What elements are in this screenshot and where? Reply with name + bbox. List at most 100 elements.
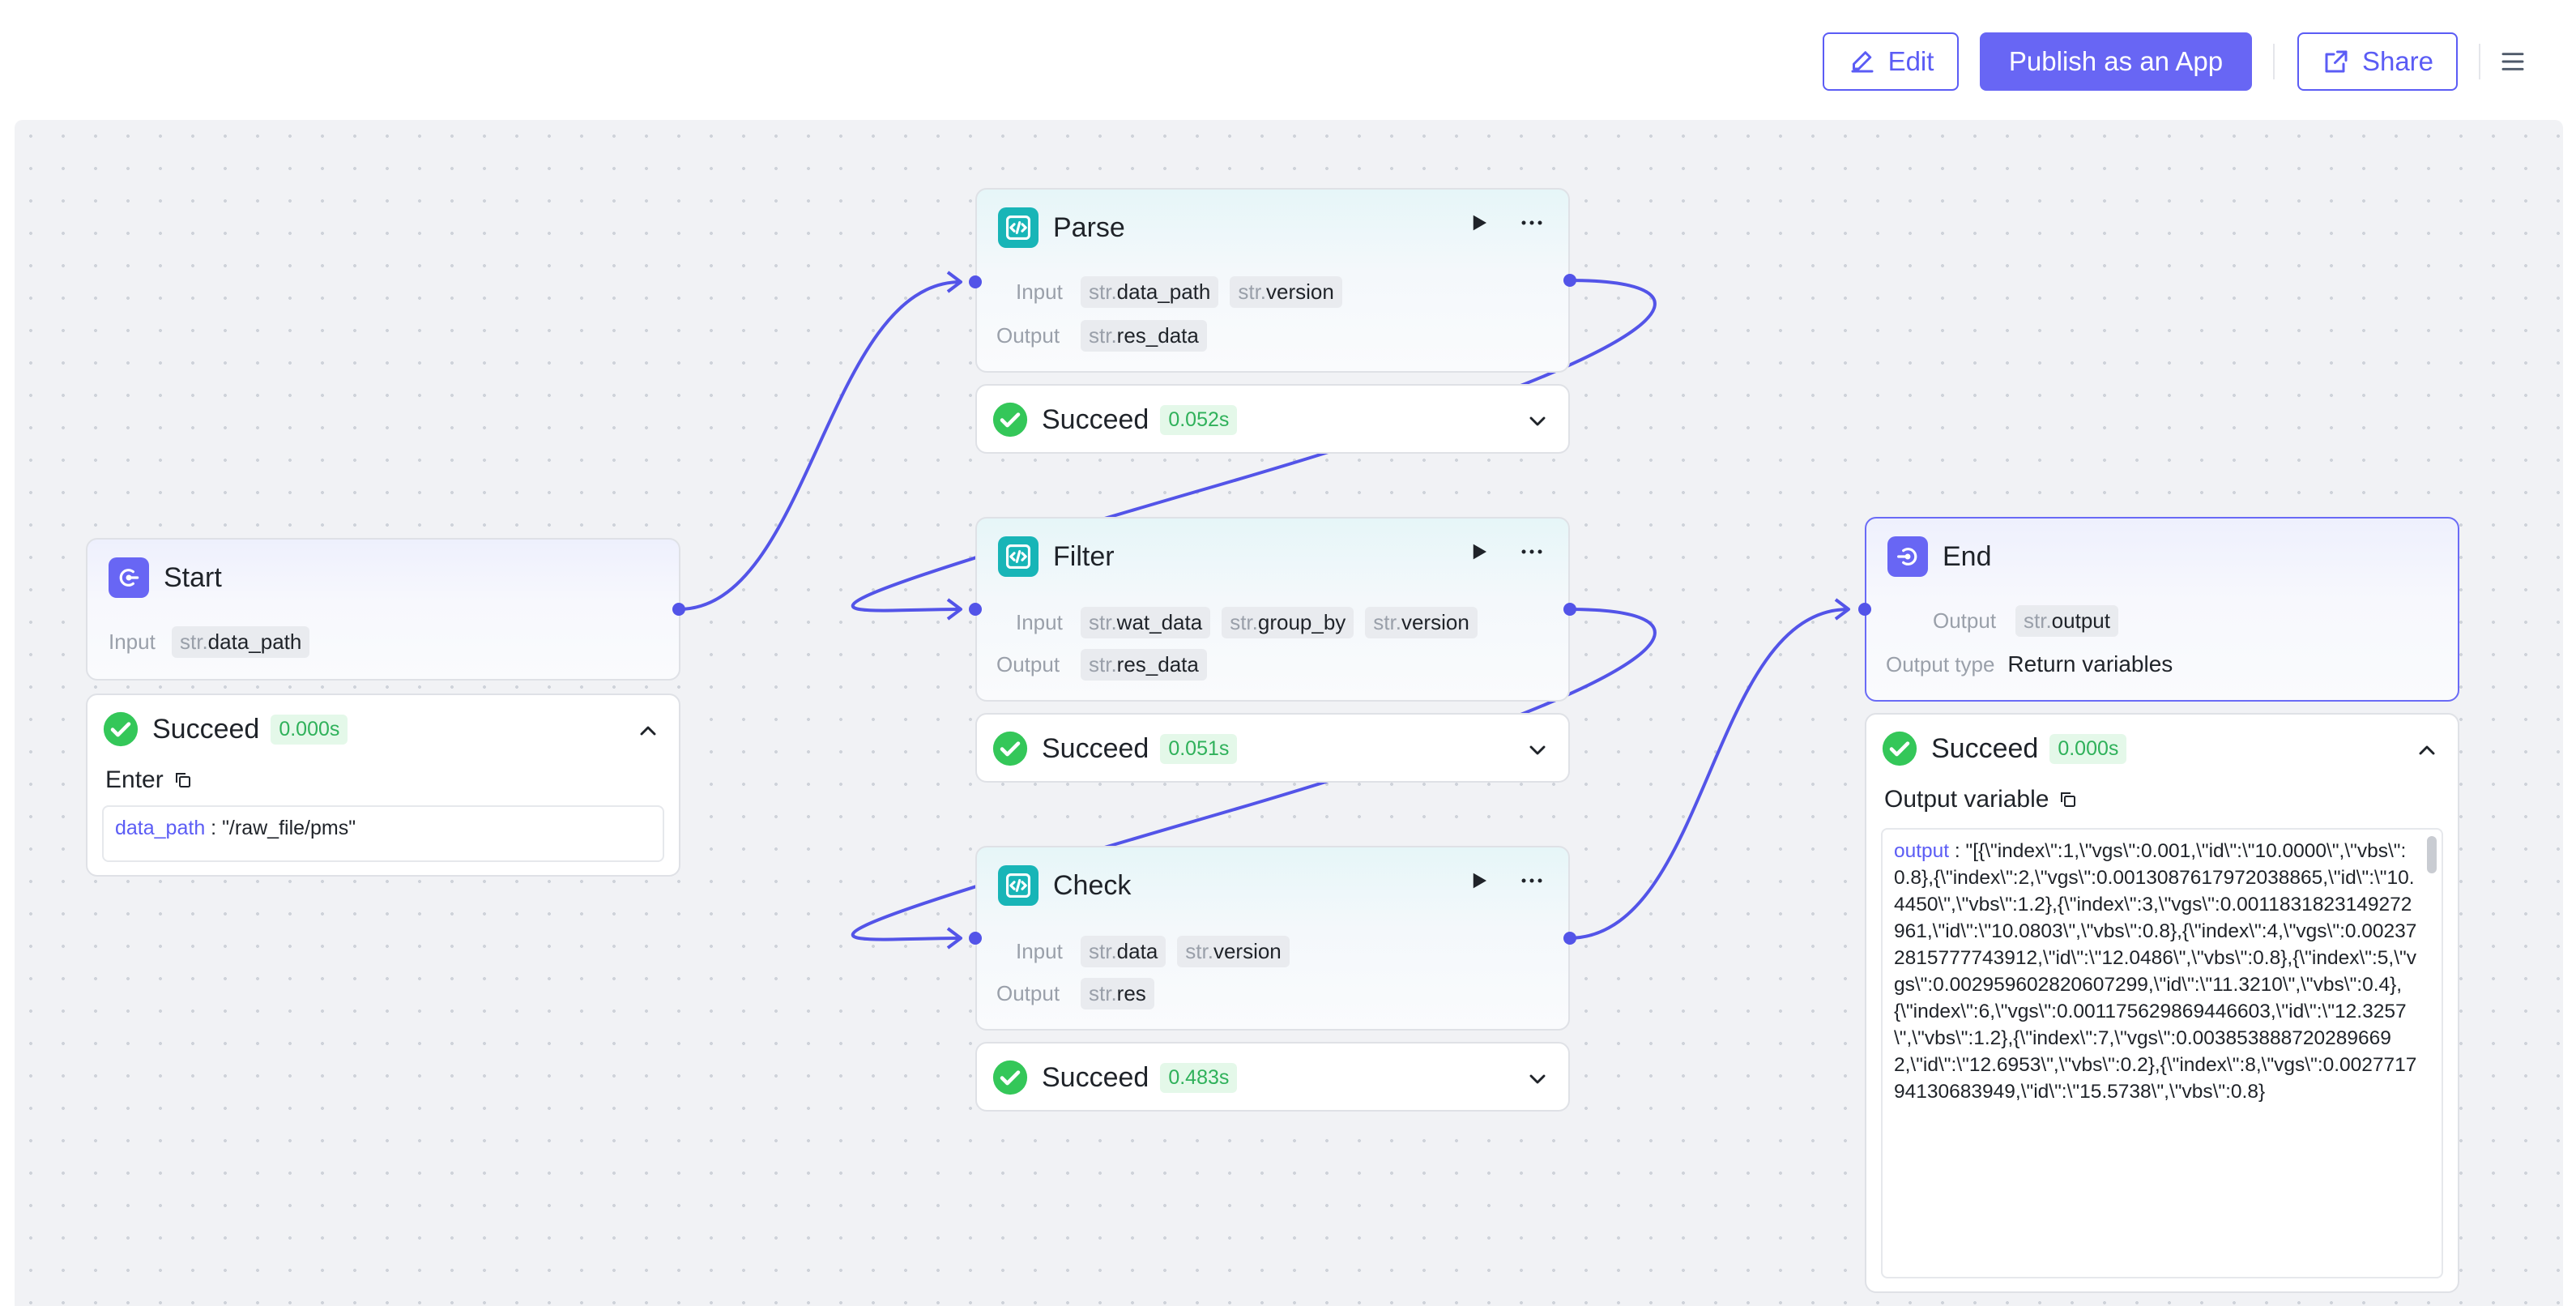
check-output-handle[interactable] bbox=[1563, 932, 1576, 945]
variable-name: version bbox=[1401, 609, 1469, 634]
result-time-badge: 0.483s bbox=[1160, 1062, 1238, 1093]
result-status: Succeed bbox=[1042, 1061, 1149, 1093]
check-node[interactable]: Check Input str.data str.version Output … bbox=[975, 846, 1570, 1031]
check-input-handle[interactable] bbox=[969, 932, 982, 945]
code-icon bbox=[998, 207, 1039, 248]
result-header: Succeed 0.483s bbox=[992, 1058, 1238, 1097]
variable-chip: str.version bbox=[1365, 606, 1478, 638]
parse-input-handle[interactable] bbox=[969, 275, 982, 288]
result-header: Succeed 0.000s bbox=[102, 710, 348, 749]
publish-app-button[interactable]: Publish as an App bbox=[1980, 32, 2252, 91]
end-node[interactable]: End Output str.output Output type Return… bbox=[1865, 517, 2459, 702]
node-actions bbox=[1466, 211, 1546, 235]
variable-box: data_path : "/raw_file/pms" bbox=[102, 805, 664, 862]
output-type-label: Output type bbox=[1886, 651, 1995, 676]
type-prefix: str. bbox=[1089, 938, 1117, 963]
toolbar-divider bbox=[2479, 44, 2480, 79]
start-output-handle[interactable] bbox=[672, 603, 685, 616]
variable-name: group_by bbox=[1257, 609, 1346, 634]
input-label: Input bbox=[1016, 279, 1063, 304]
chevron-down-icon[interactable] bbox=[1525, 408, 1550, 434]
result-time-badge: 0.000s bbox=[2049, 733, 2127, 764]
hamburger-menu-icon[interactable] bbox=[2500, 49, 2526, 75]
node-title: Filter bbox=[1053, 540, 1115, 572]
type-prefix: str. bbox=[1089, 279, 1117, 304]
type-prefix: str. bbox=[180, 629, 208, 654]
play-icon[interactable] bbox=[1466, 211, 1491, 235]
more-dots-icon[interactable] bbox=[1518, 540, 1546, 564]
section-title: Enter bbox=[105, 766, 193, 794]
variable-key: data_path bbox=[115, 817, 206, 839]
more-dots-icon[interactable] bbox=[1518, 869, 1546, 893]
variable-name: version bbox=[1266, 279, 1334, 304]
input-label: Input bbox=[109, 629, 156, 654]
code-icon bbox=[998, 865, 1039, 906]
section-title-text: Output variable bbox=[1884, 786, 2049, 813]
output-label: Output bbox=[1933, 608, 1997, 633]
play-icon[interactable] bbox=[1466, 540, 1491, 564]
variable-name: version bbox=[1213, 938, 1282, 963]
filter-output-handle[interactable] bbox=[1563, 603, 1576, 616]
share-button-label: Share bbox=[2361, 46, 2434, 76]
filter-node[interactable]: Filter Input str.wat_data str.group_by s… bbox=[975, 517, 1570, 702]
more-dots-icon[interactable] bbox=[1518, 211, 1546, 235]
output-variable-box[interactable]: output : "[{\"index\":1,\"vgs\":0.001,\"… bbox=[1881, 828, 2443, 1278]
result-time-badge: 0.000s bbox=[271, 714, 348, 745]
type-prefix: str. bbox=[2024, 608, 2052, 633]
node-title: Check bbox=[1053, 869, 1132, 901]
variable-chip: str.data_path bbox=[172, 625, 310, 658]
result-header: Succeed 0.052s bbox=[992, 400, 1238, 439]
start-node-header: Start bbox=[109, 557, 222, 598]
variable-chip: str.res_data bbox=[1081, 648, 1207, 681]
chevron-down-icon[interactable] bbox=[1525, 737, 1550, 763]
end-input-handle[interactable] bbox=[1858, 603, 1871, 616]
filter-input-handle[interactable] bbox=[969, 603, 982, 616]
result-status: Succeed bbox=[152, 713, 260, 745]
check-circle-icon bbox=[992, 731, 1028, 766]
variable-chip: str.wat_data bbox=[1081, 606, 1211, 638]
check-circle-icon bbox=[992, 1060, 1028, 1095]
type-prefix: str. bbox=[1238, 279, 1267, 304]
parse-node[interactable]: Parse Input str.data_path str.version Ou… bbox=[975, 188, 1570, 373]
start-node[interactable]: Start Input str.data_path bbox=[86, 538, 680, 681]
output-label: Output bbox=[996, 322, 1060, 348]
check-node-header: Check bbox=[998, 865, 1131, 906]
check-run-result: Succeed 0.483s bbox=[975, 1042, 1570, 1112]
type-prefix: str. bbox=[1089, 609, 1117, 634]
external-link-icon bbox=[2325, 50, 2348, 73]
variable-chip: str.data_path bbox=[1081, 275, 1219, 308]
scrollbar-thumb[interactable] bbox=[2427, 836, 2437, 873]
chevron-up-icon[interactable] bbox=[2414, 737, 2440, 763]
copy-icon[interactable] bbox=[2058, 790, 2078, 809]
share-button[interactable]: Share bbox=[2297, 32, 2458, 91]
node-output-row: Output str.res_data bbox=[996, 319, 1218, 352]
copy-icon[interactable] bbox=[173, 770, 193, 790]
variable-name: data bbox=[1116, 938, 1158, 963]
node-output-type-row: Output type Return variables bbox=[1886, 648, 2173, 681]
node-input-row: Input str.data str.version bbox=[1016, 935, 1301, 967]
result-status: Succeed bbox=[1931, 732, 2039, 764]
parse-output-handle[interactable] bbox=[1563, 274, 1576, 287]
edit-button[interactable]: Edit bbox=[1823, 32, 1959, 91]
variable-name: data_path bbox=[1116, 279, 1211, 304]
output-type-value: Return variables bbox=[2007, 651, 2173, 676]
type-prefix: str. bbox=[1373, 609, 1401, 634]
chevron-up-icon[interactable] bbox=[635, 718, 661, 744]
play-icon[interactable] bbox=[1466, 869, 1491, 893]
variable-chip: str.version bbox=[1177, 935, 1290, 967]
chevron-down-icon[interactable] bbox=[1525, 1066, 1550, 1092]
input-label: Input bbox=[1016, 938, 1063, 963]
check-circle-icon bbox=[992, 402, 1028, 437]
variable-sep: : bbox=[205, 817, 223, 839]
node-input-row: Input str.data_path str.version bbox=[1016, 275, 1354, 308]
check-circle-icon bbox=[1882, 731, 1917, 766]
variable-chip: str.version bbox=[1230, 275, 1342, 308]
node-input-row: Input str.wat_data str.group_by str.vers… bbox=[1016, 606, 1489, 638]
output-variable-text: output : "[{\"index\":1,\"vgs\":0.001,\"… bbox=[1894, 838, 2420, 1277]
variable-name: wat_data bbox=[1116, 609, 1203, 634]
end-node-icon bbox=[1887, 536, 1928, 577]
result-header: Succeed 0.051s bbox=[992, 729, 1238, 768]
variable-key: output bbox=[1894, 840, 1950, 862]
variable-value: "[{\"index\":1,\"vgs\":0.001,\"id\":\"10… bbox=[1894, 840, 2417, 1103]
check-circle-icon bbox=[103, 711, 139, 747]
